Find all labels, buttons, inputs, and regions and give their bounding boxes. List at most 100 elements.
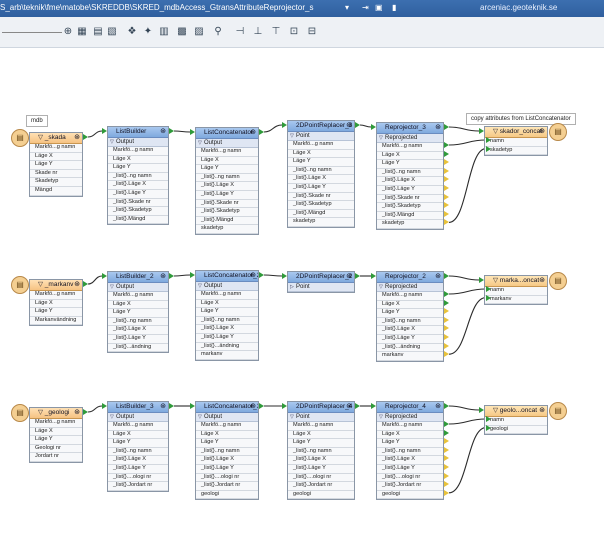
replacer-output-port[interactable]: ▽Point: [288, 132, 354, 141]
writer-header[interactable]: ▽ skador_concat⊛: [485, 127, 547, 138]
attribute-port-icon[interactable]: [486, 294, 491, 301]
gear-icon[interactable]: ⊛: [250, 129, 256, 136]
attribute-port-icon[interactable]: [486, 137, 491, 143]
output-port-icon[interactable]: [169, 128, 174, 134]
gear-icon[interactable]: ⊛: [435, 124, 441, 131]
expand-triangle-icon[interactable]: ▽: [379, 135, 383, 141]
collapse-icon[interactable]: ▥: [159, 26, 169, 37]
expand-triangle-icon[interactable]: ▽: [379, 414, 383, 420]
reproj-header[interactable]: Reprojector_3⊛: [377, 123, 443, 134]
attribute-port-icon[interactable]: [444, 210, 449, 217]
expand-triangle-icon[interactable]: ▽: [198, 414, 202, 420]
pin-icon[interactable]: ⇥: [362, 3, 369, 12]
replacer-output-port[interactable]: ▷Point: [288, 283, 354, 292]
listbuilder-output-port[interactable]: ▽Output: [108, 283, 168, 292]
concat-header[interactable]: ListConcatenator⊛: [196, 128, 258, 139]
gear-icon[interactable]: ⊛: [346, 122, 352, 129]
attribute-port-icon[interactable]: [486, 145, 491, 152]
reader-header[interactable]: ▽ _geologi⊛: [30, 408, 82, 419]
grid-icon[interactable]: ▧: [107, 26, 117, 37]
listbuilder-output-port[interactable]: ▽Output: [108, 413, 168, 422]
attribute-port-icon[interactable]: [444, 351, 449, 358]
attribute-port-icon[interactable]: [444, 185, 449, 191]
listbuilder-header[interactable]: ListBuilder⊛: [108, 127, 168, 138]
reproj-output-port[interactable]: ▽Reprojected: [377, 413, 443, 422]
window-icon[interactable]: ▤: [93, 26, 103, 37]
concat-output-port[interactable]: ▽Output: [196, 282, 258, 291]
output-port-icon[interactable]: [169, 403, 174, 409]
output-port-icon[interactable]: [83, 134, 88, 140]
gear-icon[interactable]: ⊛: [250, 272, 256, 279]
writer-icon[interactable]: ▤: [549, 272, 567, 290]
reader-icon[interactable]: ▤: [11, 404, 29, 422]
gear-icon[interactable]: ⊛: [74, 134, 80, 141]
attribute-port-icon[interactable]: [444, 438, 449, 445]
minimize-icon[interactable]: ▾: [345, 3, 350, 12]
output-port-icon[interactable]: [355, 122, 360, 128]
output-port-icon[interactable]: [259, 272, 264, 278]
input-port-icon[interactable]: [282, 122, 287, 128]
annotation-copy-attributes[interactable]: copy attributes from ListConcatenator: [466, 113, 576, 125]
input-port-icon[interactable]: [282, 273, 287, 279]
replacer-header[interactable]: 2DPointReplacer_2⊛: [288, 272, 354, 283]
input-port-icon[interactable]: [371, 273, 376, 279]
gear-icon[interactable]: ⊛: [539, 277, 545, 284]
replacer-node[interactable]: 2DPointReplacer_2⊛▷Point: [287, 271, 355, 293]
reader-header[interactable]: ▽ _markanv⊛: [30, 280, 82, 291]
gear-icon[interactable]: ⊛: [160, 273, 166, 280]
attribute-port-icon[interactable]: [444, 429, 449, 436]
output-port-icon[interactable]: [83, 409, 88, 415]
input-port-icon[interactable]: [102, 403, 107, 409]
replacer-output-port[interactable]: ▽Point: [288, 413, 354, 422]
distribute-icon[interactable]: ⊡: [289, 26, 299, 37]
concat-output-port[interactable]: ▽Output: [196, 139, 258, 148]
output-port-icon[interactable]: [444, 124, 449, 130]
annotation-mdb[interactable]: mdb: [26, 115, 48, 127]
attribute-port-icon[interactable]: [444, 308, 449, 315]
gear-icon[interactable]: ⊛: [250, 403, 256, 410]
replacer-header[interactable]: 2DPointReplacer_3⊛: [288, 121, 354, 132]
lock-icon[interactable]: ▣: [375, 3, 383, 12]
gear-icon[interactable]: ⊛: [539, 407, 545, 414]
input-port-icon[interactable]: [102, 273, 107, 279]
gear-icon[interactable]: ⊛: [74, 281, 80, 288]
attribute-port-icon[interactable]: [444, 142, 449, 148]
expand-triangle-icon[interactable]: ▽: [110, 139, 114, 145]
expand-triangle-icon[interactable]: ▽: [290, 133, 294, 139]
attribute-port-icon[interactable]: [444, 299, 449, 306]
zoom-slider[interactable]: [2, 32, 62, 33]
align-left-icon[interactable]: ⊣: [235, 26, 245, 37]
attribute-port-icon[interactable]: [444, 176, 449, 183]
attribute-port-icon[interactable]: [486, 286, 491, 292]
concat-output-port[interactable]: ▽Output: [196, 413, 258, 422]
attribute-port-icon[interactable]: [444, 325, 449, 332]
bookmark-icon[interactable]: ❖: [127, 26, 137, 37]
fit-icon[interactable]: ▦: [77, 26, 87, 37]
reproj-header[interactable]: Reprojector_4⊛: [377, 402, 443, 413]
gear-icon[interactable]: ⊛: [435, 403, 441, 410]
gear-icon[interactable]: ⊛: [160, 128, 166, 135]
input-port-icon[interactable]: [479, 407, 484, 413]
attribute-port-icon[interactable]: [444, 446, 449, 453]
input-port-icon[interactable]: [479, 277, 484, 283]
input-port-icon[interactable]: [371, 403, 376, 409]
expand-triangle-icon[interactable]: ▽: [198, 283, 202, 289]
attribute-port-icon[interactable]: [444, 150, 449, 157]
listbuilder-header[interactable]: ListBuilder_3⊛: [108, 402, 168, 413]
annotation-icon[interactable]: ▨: [194, 26, 204, 37]
reader-header[interactable]: ▽ _skada⊛: [30, 133, 82, 144]
